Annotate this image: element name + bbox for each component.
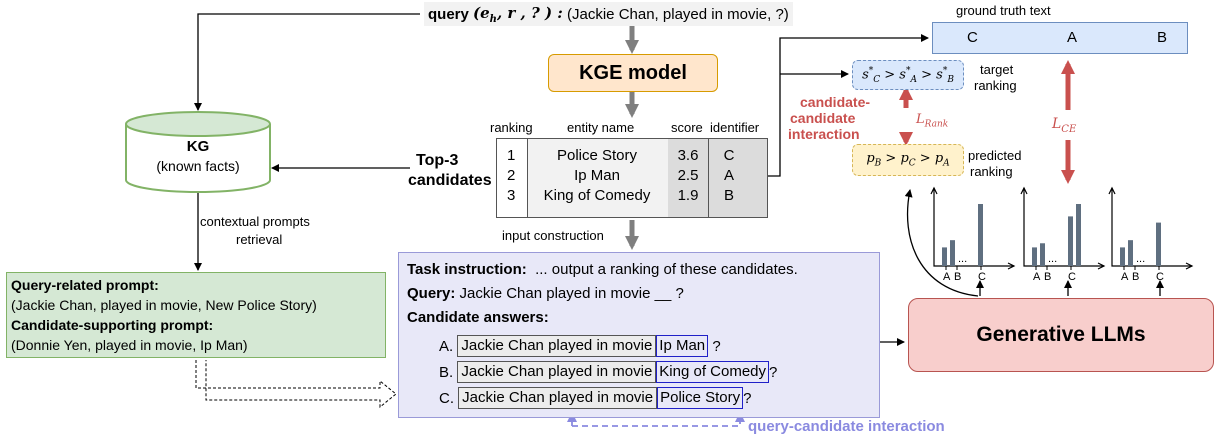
- table-header-entity: entity name: [567, 120, 635, 135]
- query-related-prompt-title: Query-related prompt:: [11, 277, 159, 293]
- histogram-bar: [1076, 204, 1081, 266]
- histogram-bar: [942, 247, 947, 266]
- histogram-axis-arrow: [1108, 186, 1116, 195]
- gt-item: B: [1157, 29, 1168, 46]
- histogram-axis-arrow: [1097, 262, 1106, 270]
- histogram-tick-label: C: [1068, 271, 1076, 283]
- histogram-tick-label: A: [1033, 271, 1041, 283]
- predicted-ranking-value: pB > pC > pA: [866, 151, 950, 169]
- histogram-tick-label: A: [943, 271, 951, 283]
- target-ranking-value: s*C > s*A > s*B: [862, 65, 954, 85]
- candidate-answers-title: Candidate answers:: [407, 309, 549, 326]
- kge-model-label: KGE model: [579, 61, 687, 84]
- candidates-label: candidates: [408, 172, 492, 189]
- kge-model-box: KGE model: [548, 54, 718, 92]
- predicted-label-2: ranking: [970, 164, 1013, 179]
- ground-truth-label: ground truth text: [956, 3, 1051, 18]
- histogram-tick-label: A: [1121, 271, 1129, 283]
- arrow-table-to-ground-truth: [768, 34, 929, 177]
- task-query: Query: Jackie Chan played in movie __ ?: [407, 285, 684, 302]
- contextual-prompts-box: Query-related prompt: (Jackie Chan, play…: [6, 272, 386, 358]
- histogram-tick-label: B: [1044, 271, 1051, 283]
- target-label-2: ranking: [974, 78, 1017, 93]
- query-candidate-dashed-arrow: [572, 412, 745, 427]
- table-header-score: score: [671, 120, 703, 135]
- histogram-axis-arrow: [1020, 186, 1028, 195]
- arrow-llm-to-predicted: [904, 189, 979, 297]
- l-rank-label: LRank: [916, 112, 949, 130]
- table-row: 2 Ip Man 2.5 A: [507, 167, 734, 184]
- histogram-tick-label: B: [954, 271, 961, 283]
- predicted-ranking-box: pB > pC > pA: [852, 144, 964, 176]
- l-ce-label: LCE: [1052, 116, 1077, 135]
- cc-interaction-label-3: interaction: [788, 126, 860, 142]
- query-line: query (eh, r , ? ) : (Jackie Chan, playe…: [424, 2, 793, 26]
- histogram-bar: [1040, 243, 1045, 266]
- histogram-tick-label: B: [1132, 271, 1139, 283]
- cc-interaction-label-1: candidate-: [800, 94, 871, 110]
- query-value: (Jackie Chan, played in movie, ?): [567, 5, 789, 23]
- histogram-bar: [1032, 247, 1037, 266]
- query-candidate-interaction-label: query-candidate interaction: [748, 418, 945, 435]
- candidates-table: 1 Police Story 3.6 C 2 Ip Man 2.5 A 3 Ki…: [496, 138, 768, 218]
- histogram-axis-arrow: [1007, 262, 1016, 270]
- histogram-tick-label: C: [1156, 271, 1164, 283]
- histogram-bar: [1128, 240, 1133, 266]
- gt-item: C: [967, 29, 978, 46]
- histogram-bar: [950, 240, 955, 266]
- candidate-supporting-prompt-title: Candidate-supporting prompt:: [11, 317, 214, 333]
- table-header-ranking: ranking: [490, 120, 533, 135]
- histogram-axis: [1111, 188, 1192, 267]
- histogram-ellipsis: ...: [1136, 253, 1145, 265]
- histogram-axis-arrow: [930, 186, 938, 195]
- table-row: 1 Police Story 3.6 C: [507, 147, 735, 164]
- target-ranking-box: s*C > s*A > s*B: [852, 60, 964, 90]
- query-tuple: (eh, r , ? ) :: [473, 3, 563, 25]
- input-construction-label: input construction: [502, 228, 604, 243]
- histogram-tick-label: C: [978, 271, 986, 283]
- cc-interaction-label-2: candidate: [790, 110, 856, 126]
- query-label: query: [428, 5, 469, 23]
- top3-label: Top-3: [416, 152, 459, 169]
- predicted-label-1: predicted: [968, 148, 1022, 163]
- histogram-bar: [978, 204, 983, 266]
- contextual-label-2: retrieval: [236, 232, 283, 247]
- arrow-query-to-kg: [194, 13, 420, 111]
- task-input-box: Task instruction: ... output a ranking o…: [398, 252, 880, 418]
- dashed-arrow-prompts-to-task: [195, 360, 397, 409]
- contextual-label-1: contextual prompts: [200, 214, 310, 229]
- kg-cylinder: [125, 111, 271, 193]
- generative-llms-box: Generative LLMs: [908, 298, 1214, 372]
- query-related-prompt: (Jackie Chan, played in movie, New Polic…: [11, 297, 317, 313]
- kg-title: KG: [186, 138, 210, 155]
- task-instruction: Task instruction: ... output a ranking o…: [407, 261, 798, 278]
- target-label-1: target: [980, 62, 1014, 77]
- histogram-axis: [933, 188, 1014, 267]
- table-row: 3 King of Comedy 1.9 B: [507, 187, 734, 204]
- histogram-axis-arrow: [1185, 262, 1194, 270]
- histogram-bar: [1068, 216, 1073, 266]
- gt-item: A: [1067, 29, 1078, 46]
- kg-subtitle: (known facts): [156, 158, 240, 174]
- histogram-bar: [1120, 247, 1125, 266]
- histogram-ellipsis: ...: [1048, 253, 1057, 265]
- candidate-supporting-prompt: (Donnie Yen, played in movie, Ip Man): [11, 337, 248, 353]
- generative-llms-label: Generative LLMs: [976, 323, 1146, 346]
- ground-truth-box: C A B: [932, 22, 1188, 54]
- histogram-bar: [1156, 222, 1161, 266]
- histogram-ellipsis: ...: [958, 253, 967, 265]
- table-header-identifier: identifier: [710, 120, 760, 135]
